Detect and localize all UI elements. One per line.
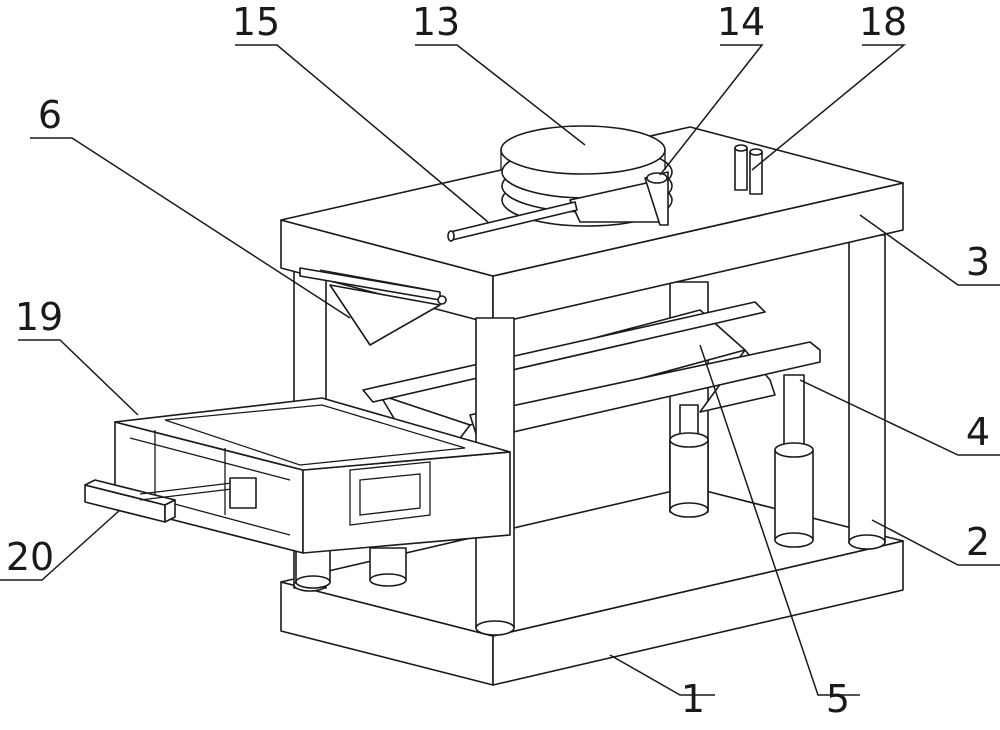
- label-19: 19: [15, 295, 63, 339]
- pivot-arm: [569, 171, 669, 226]
- label-20: 20: [6, 535, 54, 579]
- feed-chute: [299, 267, 447, 346]
- label-14: 14: [717, 0, 765, 44]
- lever-rod: [447, 201, 578, 242]
- push-handle: [84, 477, 257, 523]
- label-1: 1: [681, 677, 705, 721]
- label-2: 2: [966, 520, 990, 564]
- part-labels: 1 2 3 4 5 6 13 14 15 18 19 20: [6, 0, 990, 721]
- label-18: 18: [859, 0, 907, 44]
- tray-hopper: [362, 301, 821, 446]
- label-3: 3: [966, 240, 990, 284]
- side-frame: [114, 397, 511, 554]
- posts: [734, 144, 763, 195]
- label-6: 6: [38, 93, 62, 137]
- label-4: 4: [966, 410, 990, 454]
- label-15: 15: [232, 0, 280, 44]
- cylinder-front: [774, 374, 814, 548]
- column-front-right: [848, 234, 886, 550]
- label-13: 13: [412, 0, 460, 44]
- cylinder-left-b: [369, 547, 407, 587]
- label-5: 5: [826, 677, 850, 721]
- cylinder-back: [669, 404, 709, 518]
- leader-lines: [0, 44, 1000, 696]
- base-plate: [280, 486, 904, 686]
- cylinder-left-a: [295, 547, 331, 589]
